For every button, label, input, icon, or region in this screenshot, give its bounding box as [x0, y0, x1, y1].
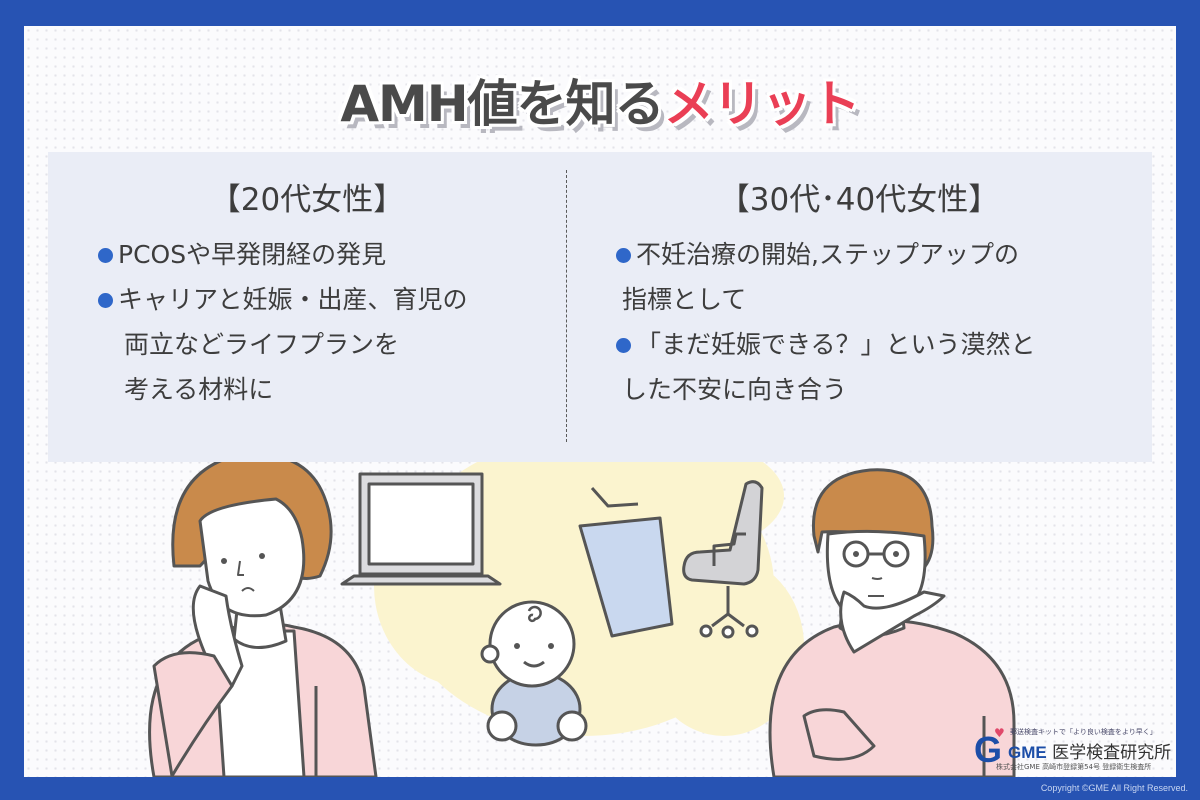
laptop-icon — [340, 472, 502, 586]
page-title: AMH値を知るメリット — [24, 64, 1176, 136]
copyright-notice: Copyright ©GME All Right Reserved. — [1040, 783, 1188, 793]
bullet-icon — [616, 248, 631, 263]
office-chair-icon — [682, 480, 764, 639]
logo-g-icon: G — [974, 729, 1003, 770]
logo-name: GME 医学検査研究所 — [1008, 743, 1172, 763]
column-30s-40s: 【30代･40代女性】 不妊治療の開始,ステップアップの 指標として 「まだ妊娠… — [566, 152, 1152, 462]
gme-logo: G ♥ 郵送検査キットで「より良い検査をより早く」 GME 医学検査研究所 株式… — [974, 726, 1176, 776]
bullet-icon — [616, 338, 631, 353]
list-item: PCOSや早発閉経の発見 — [96, 232, 468, 277]
man-thinking-illustration — [768, 468, 1016, 777]
list-item: 「まだ妊娠できる？」という漠然と した不安に向き合う — [614, 322, 1036, 412]
infographic-frame: AMH値を知るメリット — [24, 26, 1176, 777]
benefit-list: PCOSや早発閉経の発見 キャリアと妊娠・出産、育児の 両立などライフプランを … — [96, 232, 468, 412]
logo-registration: 株式会社GME 高崎市登録第54号 登録衛生検査所 — [996, 763, 1152, 771]
document-icon — [578, 487, 674, 638]
list-item: キャリアと妊娠・出産、育児の 両立などライフプランを 考える材料に — [96, 277, 468, 412]
benefits-panel: 【20代女性】 PCOSや早発閉経の発見 キャリアと妊娠・出産、育児の 両立など… — [48, 152, 1152, 462]
benefit-list: 不妊治療の開始,ステップアップの 指標として 「まだ妊娠できる？」という漠然と … — [614, 232, 1036, 412]
bullet-icon — [98, 293, 113, 308]
bullet-icon — [98, 248, 113, 263]
heart-icon: ♥ — [994, 726, 1005, 740]
column-heading: 【20代女性】 — [209, 182, 405, 218]
column-heading: 【30代･40代女性】 — [718, 182, 1000, 218]
illustration-scene — [148, 436, 1016, 777]
logo-tagline: 郵送検査キットで「より良い検査をより早く」 — [1010, 728, 1157, 736]
column-20s: 【20代女性】 PCOSや早発閉経の発見 キャリアと妊娠・出産、育児の 両立など… — [48, 152, 566, 462]
list-item: 不妊治療の開始,ステップアップの 指標として — [614, 232, 1036, 322]
woman-thinking-illustration — [148, 452, 378, 777]
column-divider — [566, 170, 567, 442]
title-main: AMH値を知る — [340, 75, 664, 133]
baby-icon — [480, 600, 588, 747]
title-accent: メリット — [663, 75, 861, 133]
